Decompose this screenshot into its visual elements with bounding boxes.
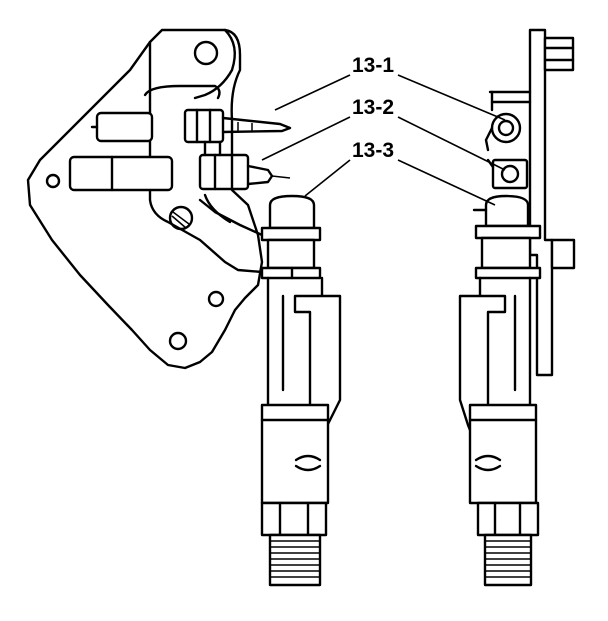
igniter-lead [246, 164, 274, 186]
fitting-body-side [468, 403, 538, 505]
hex-nut [260, 501, 328, 537]
leader-13-1-right [397, 74, 506, 121]
leader-13-1-left [274, 74, 351, 111]
bracket-arm [198, 198, 264, 237]
mounting-plate [26, 28, 264, 370]
callout-leaders [261, 74, 506, 206]
pilot-collar-side [474, 224, 542, 240]
thermocouple-body [68, 155, 174, 192]
callout-13-1: 13-1 [352, 54, 394, 77]
side-plate-flange [550, 238, 576, 270]
mounting-screw [168, 205, 194, 231]
mounting-hole [168, 331, 188, 351]
pilot-collar-side [474, 266, 542, 280]
pilot-hood [268, 194, 316, 230]
igniter-tip [491, 158, 529, 190]
pilot-collar [260, 226, 322, 242]
plate-hook [193, 28, 236, 100]
side-plate [528, 28, 554, 377]
fitting-body [260, 403, 330, 505]
mounting-hole [193, 40, 219, 66]
supply-tube [221, 116, 292, 134]
pilot-hood-side [484, 194, 530, 228]
callout-13-3: 13-3 [352, 139, 394, 162]
thermocouple-body [95, 111, 154, 143]
thermocouple-tip [490, 112, 522, 144]
left-view [26, 28, 342, 587]
right-view [458, 28, 576, 587]
wire-loop [143, 84, 221, 100]
orifice-clip-side [474, 454, 502, 472]
pilot-block-lower [198, 153, 250, 191]
plate-inner-bracket [148, 40, 264, 274]
leader-13-2-left [261, 116, 351, 161]
hex-nut-side [476, 501, 540, 537]
mounting-hole [45, 173, 61, 189]
side-plate-flange [543, 36, 575, 72]
leader-13-2-right [397, 116, 506, 171]
mounting-hole [207, 290, 225, 308]
callout-13-2: 13-2 [352, 96, 394, 119]
leader-13-3-right [397, 159, 496, 206]
leader-13-3-left [304, 159, 351, 197]
orifice-clip [294, 454, 322, 472]
pilot-block-upper [183, 108, 225, 144]
